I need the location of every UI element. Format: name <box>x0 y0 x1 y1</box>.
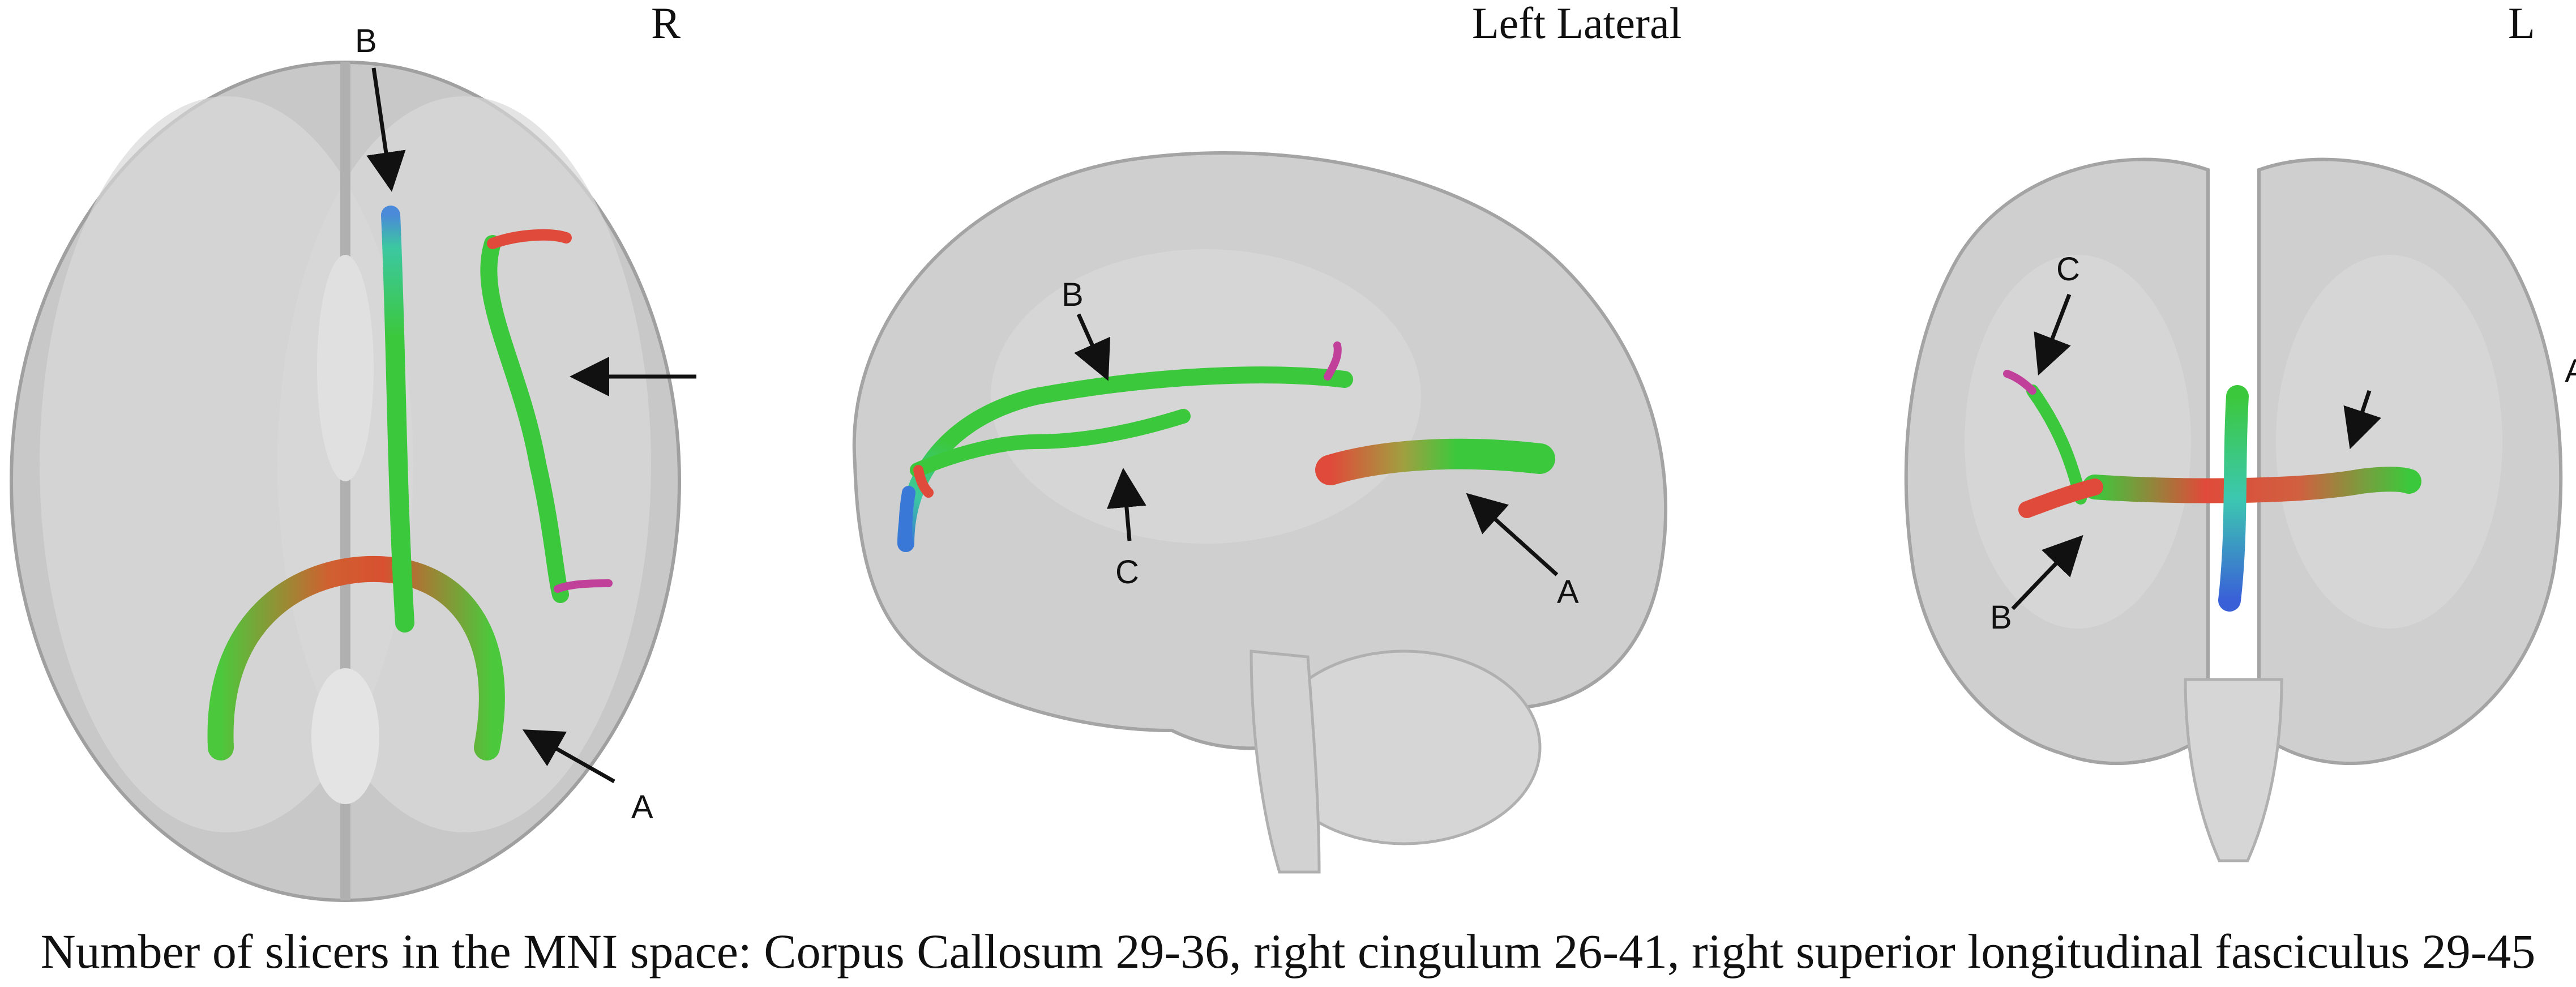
marker-a-sagittal: A <box>1557 574 1579 610</box>
marker-a-axial: A <box>631 789 653 826</box>
corpus-callosum-tract-sagittal <box>1315 438 1555 485</box>
sagittal-brain-image: B C A <box>852 151 1668 874</box>
coronal-brain-view: C A B <box>1891 0 2576 917</box>
marker-b-coronal: B <box>1990 599 2012 636</box>
axial-brain-view: B C A <box>0 0 696 917</box>
arrow-a-coronal <box>2343 390 2381 450</box>
arrow-a-sagittal <box>1466 493 1559 576</box>
coronal-brain-shell <box>1904 157 2563 862</box>
marker-b-axial: B <box>355 23 377 59</box>
marker-a-coronal: A <box>2565 353 2576 390</box>
sagittal-brain-shell <box>852 151 1668 874</box>
cingulum-tract-axial <box>381 206 414 633</box>
arrow-a-axial <box>522 729 615 784</box>
view-label-left: L <box>2508 0 2535 48</box>
view-label-right: R <box>651 0 681 48</box>
marker-c-sagittal: C <box>1115 554 1139 591</box>
axial-brain-image: B C A <box>10 23 696 902</box>
slf-posterior-end <box>554 579 613 593</box>
cingulum-anterior-end <box>898 486 915 550</box>
arrow-b-sagittal <box>1074 313 1111 381</box>
slf-end-coronal <box>2003 370 2036 395</box>
arrow-b-coronal <box>2011 535 2083 610</box>
arrow-b-axial <box>366 67 406 192</box>
marker-c-coronal: C <box>2056 251 2080 288</box>
arrow-c-coronal <box>2034 293 2072 376</box>
cc-right-end-coronal <box>2018 478 2103 518</box>
slf-tract-axial <box>480 235 569 603</box>
axial-brain-shell <box>10 61 681 902</box>
corpus-callosum-tract-coronal <box>2082 467 2421 503</box>
slf-tract-sagittal <box>910 409 1191 477</box>
corpus-callosum-tract <box>207 556 505 760</box>
cingulum-tract-coronal <box>2218 385 2249 612</box>
figure-caption: Number of slicers in the MNI space: Corp… <box>40 924 2536 979</box>
slf-end-sagittal <box>913 465 934 498</box>
slf-frontal-end <box>487 229 572 249</box>
view-label-left-lateral: Left Lateral <box>1472 0 1682 48</box>
sagittal-brain-view: B C A <box>821 0 1727 917</box>
coronal-brain-image: C A B <box>1904 157 2576 862</box>
marker-b-sagittal: B <box>1062 276 1084 313</box>
arrow-c-sagittal <box>1106 468 1146 541</box>
cingulum-posterior-end <box>1324 341 1342 381</box>
